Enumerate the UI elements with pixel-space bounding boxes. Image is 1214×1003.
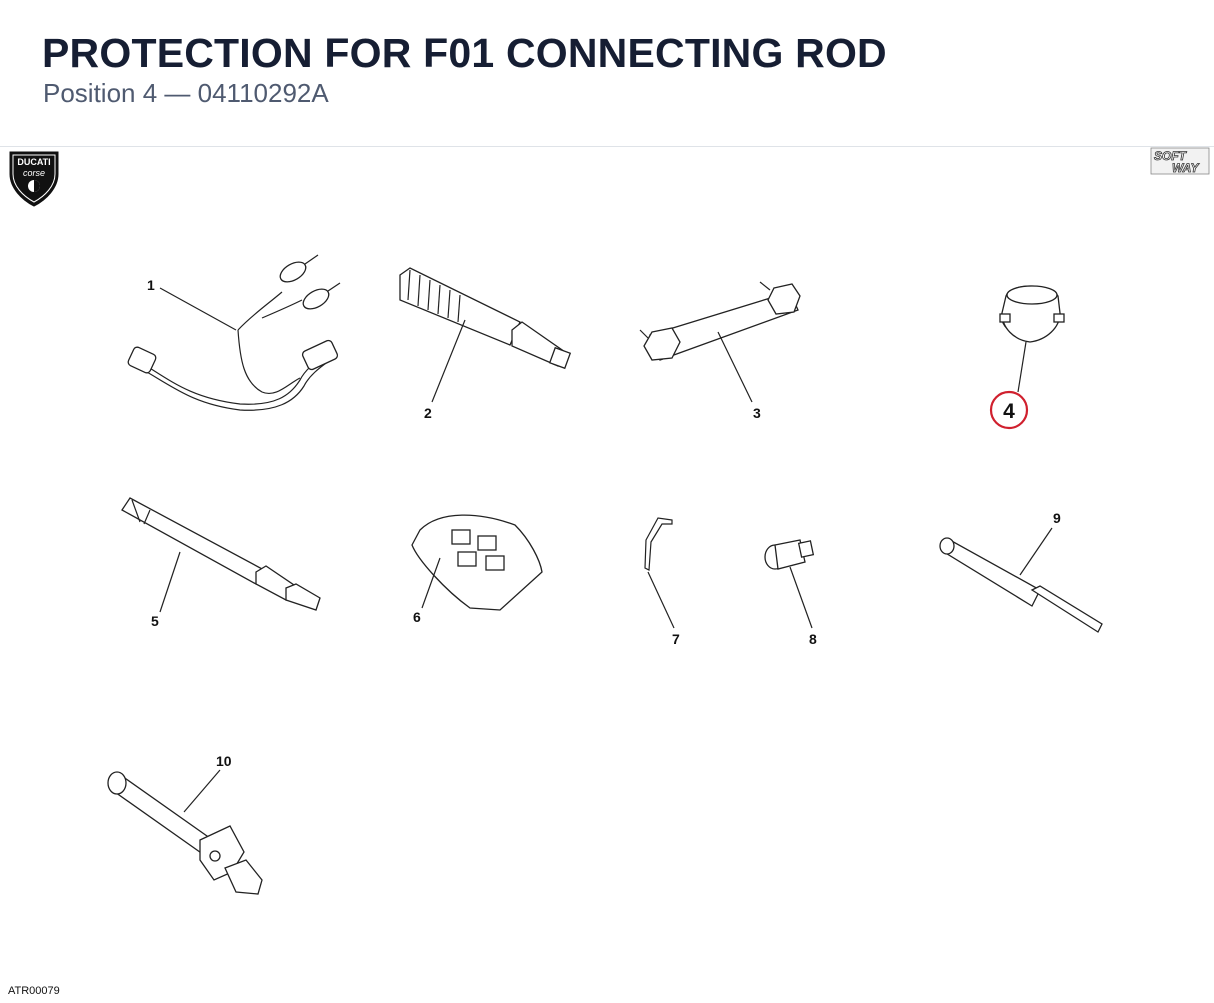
logo-text-way: WAY [1172, 161, 1199, 175]
part-9-rod-tool [939, 527, 1103, 633]
callout-9: 9 [1053, 510, 1061, 526]
part-6-pad [411, 514, 543, 611]
callout-5: 5 [151, 613, 159, 629]
part-3-bar-with-nuts [639, 281, 801, 403]
callout-4: 4 [1003, 400, 1015, 423]
part-4-connecting-rod-protection [999, 285, 1065, 393]
page-title: PROTECTION FOR F01 CONNECTING ROD [42, 30, 887, 76]
callout-4-highlight-ring [989, 390, 1029, 430]
callout-2: 2 [424, 405, 432, 421]
callout-1: 1 [147, 277, 155, 293]
header-divider [0, 146, 1214, 147]
page-subtitle: Position 4 — 04110292A [43, 78, 329, 108]
drawing-code: ATR00079 [8, 985, 60, 997]
part-7-bent-pin [644, 517, 675, 629]
callout-6: 6 [413, 609, 421, 625]
callout-10: 10 [216, 753, 232, 769]
part-5-long-tool [121, 497, 321, 613]
logo-text-soft: SOFT [1154, 149, 1188, 163]
logo-text-corse: corse [23, 168, 45, 178]
ducati-corse-logo: DUCATI corse [9, 151, 59, 207]
part-8-adapter [764, 539, 815, 629]
softway-logo: SOFT WAY [1150, 147, 1210, 175]
callout-7: 7 [672, 631, 680, 647]
part-10-tube-bracket [107, 769, 263, 895]
logo-text-ducati: DUCATI [17, 157, 50, 167]
callout-3: 3 [753, 405, 761, 421]
callout-8: 8 [809, 631, 817, 647]
part-2-puller [399, 267, 572, 403]
part-1-cable-harness [127, 254, 341, 411]
